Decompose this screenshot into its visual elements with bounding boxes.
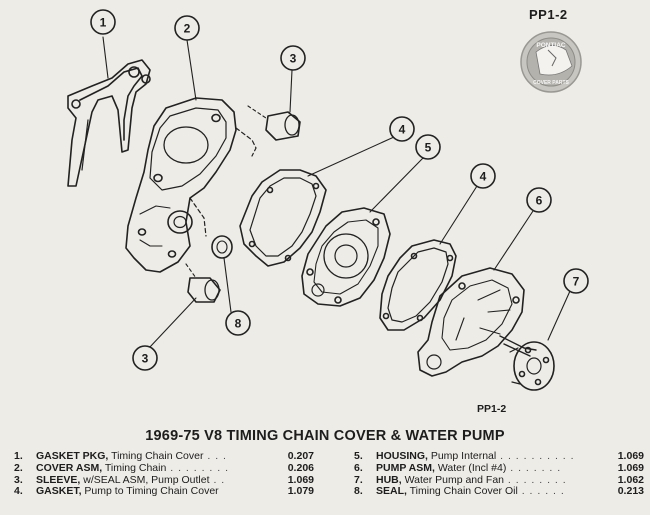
page-code-top: PP1-2 bbox=[529, 7, 568, 22]
part-number: 8. bbox=[354, 485, 363, 498]
part-6-water-pump bbox=[417, 267, 537, 377]
logo-text-bottom: COVER PARTS bbox=[533, 80, 569, 86]
part-name: PUMP ASM, bbox=[376, 461, 435, 474]
callout-5: 5 bbox=[415, 134, 441, 160]
part-code: 1.069 bbox=[617, 461, 644, 474]
part-desc: Water Pump and Fan bbox=[401, 473, 504, 486]
callout-6: 6 bbox=[526, 187, 552, 213]
part-7-hub bbox=[509, 341, 555, 391]
callout-8: 8 bbox=[225, 310, 251, 336]
part-number: 5. bbox=[354, 450, 363, 462]
parts-row: 3. SLEEVE, w/SEAL ASM, Pump Outlet . . 1.… bbox=[14, 473, 314, 487]
part-name: HUB, bbox=[376, 473, 402, 486]
part-name: GASKET, bbox=[36, 485, 82, 498]
svg-text:3: 3 bbox=[290, 52, 297, 66]
part-8-seal bbox=[211, 235, 233, 259]
logo-text-top: PONTIAC bbox=[536, 42, 566, 49]
leader-dots: . . . . . . . bbox=[506, 461, 562, 474]
part-desc: Water (Incl #4) bbox=[434, 461, 507, 474]
part-5-housing bbox=[301, 207, 391, 307]
parts-row: 5. HOUSING, Pump Internal . . . . . . . .… bbox=[354, 450, 644, 463]
callout-1: 1 bbox=[90, 9, 116, 35]
part-desc: w/SEAL ASM, Pump Outlet bbox=[80, 473, 210, 486]
part-desc: Pump Internal bbox=[427, 450, 497, 462]
part-number: 6. bbox=[354, 461, 363, 474]
part-code: 1.069 bbox=[617, 450, 644, 462]
part-3-sleeve-upper bbox=[247, 105, 301, 141]
leader-dots: . . . . . . bbox=[517, 485, 565, 498]
part-desc: Pump to Timing Chain Cover bbox=[81, 485, 219, 498]
leader-dots: . . . . . . . . bbox=[504, 473, 567, 486]
part-code: 0.206 bbox=[287, 461, 314, 474]
part-number: 4. bbox=[14, 485, 23, 498]
part-name: COVER ASM, bbox=[36, 461, 103, 474]
part-1-gasket-kit bbox=[67, 59, 151, 187]
leader-dots: . . . . . . . . . . bbox=[496, 450, 575, 462]
callout-4-a: 4 bbox=[389, 116, 415, 142]
callout-3-upper: 3 bbox=[280, 45, 306, 71]
part-desc: Timing Chain Cover bbox=[108, 450, 204, 462]
part-desc: Timing Chain bbox=[102, 461, 167, 474]
parts-row: 7. HUB, Water Pump and Fan . . . . . . . … bbox=[354, 473, 644, 487]
leader-dots: . . bbox=[209, 473, 226, 486]
part-name: SEAL, bbox=[376, 485, 407, 498]
leader-dots: . . . bbox=[203, 450, 227, 462]
part-code: 0.207 bbox=[287, 450, 314, 462]
svg-text:4: 4 bbox=[480, 170, 487, 184]
parts-row: 8. SEAL, Timing Chain Cover Oil . . . . .… bbox=[354, 485, 644, 498]
parts-row: 1. GASKET PKG, Timing Chain Cover . . . 0… bbox=[14, 450, 314, 463]
svg-text:5: 5 bbox=[425, 141, 432, 155]
part-code: 1.079 bbox=[287, 485, 314, 498]
part-4-gasket-b bbox=[379, 239, 457, 331]
part-2-timing-chain-cover bbox=[125, 97, 257, 273]
part-name: SLEEVE, bbox=[36, 473, 81, 486]
diagram-title: 1969-75 V8 TIMING CHAIN COVER & WATER PU… bbox=[145, 428, 505, 444]
part-code: 1.062 bbox=[617, 473, 644, 486]
part-name: HOUSING, bbox=[376, 450, 428, 462]
svg-text:2: 2 bbox=[184, 22, 191, 36]
callout-7: 7 bbox=[563, 268, 589, 294]
svg-text:6: 6 bbox=[536, 194, 543, 208]
parts-list-left: 1. GASKET PKG, Timing Chain Cover . . . 0… bbox=[14, 450, 314, 498]
callout-2: 2 bbox=[174, 15, 200, 41]
part-name: GASKET PKG, bbox=[36, 450, 109, 462]
leader-lines bbox=[102, 36, 571, 349]
pontiac-logo: PONTIAC COVER PARTS bbox=[520, 31, 582, 93]
svg-text:4: 4 bbox=[399, 123, 406, 137]
part-number: 1. bbox=[14, 450, 23, 462]
part-4-gasket-a bbox=[239, 169, 327, 267]
part-3-sleeve-lower bbox=[185, 263, 221, 303]
part-number: 2. bbox=[14, 461, 23, 474]
svg-text:1: 1 bbox=[100, 16, 107, 30]
callout-4-b: 4 bbox=[470, 163, 496, 189]
part-desc: Timing Chain Cover Oil bbox=[406, 485, 518, 498]
parts-row: 2. COVER ASM, Timing Chain . . . . . . . … bbox=[14, 461, 314, 475]
part-code: 1.069 bbox=[287, 473, 314, 486]
page-code-bottom: PP1-2 bbox=[477, 403, 507, 415]
parts-list-right: 5. HOUSING, Pump Internal . . . . . . . .… bbox=[354, 450, 644, 498]
leader-dots: . . . . . . . . bbox=[166, 461, 230, 474]
parts-row: 6. PUMP ASM, Water (Incl #4) . . . . . . … bbox=[354, 461, 644, 475]
svg-text:3: 3 bbox=[142, 352, 149, 366]
parts-row: 4. GASKET, Pump to Timing Chain Cover 1.0… bbox=[14, 485, 314, 498]
callout-3-lower: 3 bbox=[132, 345, 158, 371]
part-number: 7. bbox=[354, 473, 363, 486]
part-number: 3. bbox=[14, 473, 23, 486]
svg-text:7: 7 bbox=[573, 275, 580, 289]
part-code: 0.213 bbox=[617, 485, 644, 498]
svg-text:8: 8 bbox=[235, 317, 242, 331]
